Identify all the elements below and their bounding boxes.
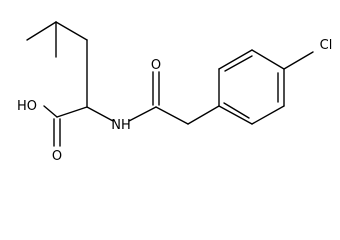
bond-carboxyl-oh — [43, 105, 58, 118]
atom-label-ho: HO — [17, 99, 37, 114]
atom-label-carbonyl-o: O — [151, 58, 161, 73]
bond-alpha-carboxyl — [56, 106, 88, 118]
atom-label-nh: NH — [111, 118, 131, 133]
ring-bond-3 — [251, 49, 285, 70]
ring-bond-6 — [218, 105, 253, 125]
ring-inner-bond-1 — [224, 55, 253, 72]
atom-label-acid-o: O — [52, 149, 62, 164]
bond-isopropyl-ch — [55, 21, 88, 41]
atom-label-cl: Cl — [320, 38, 333, 53]
ring-bond-5 — [251, 105, 285, 125]
atom-labels: HO NH O O Cl — [17, 38, 332, 164]
bond-nh-carbonyl — [128, 106, 157, 122]
ring-bond-2 — [218, 49, 253, 70]
bonds — [26, 21, 314, 147]
bond-carbonyl-ch2 — [155, 106, 189, 125]
bond-methyl-top — [26, 21, 57, 41]
bond-ch2-ring — [187, 105, 220, 125]
bond-ring-cl — [283, 51, 314, 70]
bond-alpha-nh — [86, 106, 114, 122]
molecule-structure: HO NH O O Cl — [17, 21, 332, 164]
ring-inner-bond-3 — [223, 102, 250, 119]
